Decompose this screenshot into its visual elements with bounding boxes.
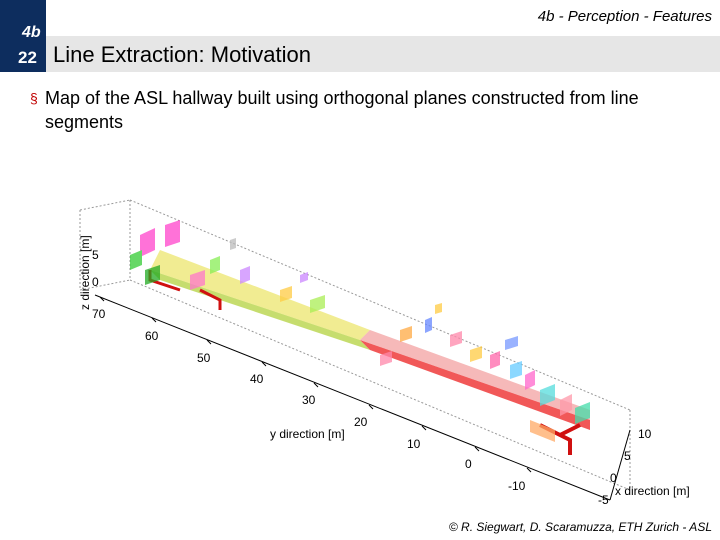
chapter-number: 4b	[22, 24, 41, 41]
y-axis-tick-labels: 70 60 50 40 30 20 10 0 -10	[92, 307, 526, 493]
y-tick: 50	[197, 351, 211, 365]
title-bar: Line Extraction: Motivation	[46, 36, 720, 72]
bullet-item: § Map of the ASL hallway built using ort…	[30, 86, 710, 134]
y-tick: 30	[302, 393, 316, 407]
y-axis-ticks	[99, 296, 532, 473]
x-axis-tick-labels: 10 5 0 -5	[598, 427, 652, 507]
hallway-map-figure: 5 0 70 60 50 40 30 20 10 0 -10 10 5 0 -5…	[70, 180, 690, 510]
section-header: 4b - Perception - Features	[537, 8, 712, 25]
z-axis-ticks: 5 0	[92, 248, 99, 289]
z-tick: 0	[92, 275, 99, 289]
y-tick: 0	[465, 457, 472, 471]
copyright-footer: © R. Siegwart, D. Scaramuzza, ETH Zurich…	[448, 520, 712, 534]
y-tick: -10	[508, 479, 526, 493]
y-tick: 40	[250, 372, 264, 386]
slide-number: 22	[18, 48, 37, 67]
x-axis-label: x direction [m]	[615, 484, 690, 498]
plot-box	[79, 199, 631, 491]
y-tick: 10	[407, 437, 421, 451]
y-tick: 60	[145, 329, 159, 343]
x-tick: 10	[638, 427, 652, 441]
chapter-badge: 4b 22	[0, 0, 46, 72]
plot-axes	[94, 294, 631, 501]
z-axis-label: z direction [m]	[78, 235, 92, 310]
z-tick: 5	[92, 248, 99, 262]
slide-title: Line Extraction: Motivation	[53, 42, 312, 67]
hallway-3d-plot: 5 0 70 60 50 40 30 20 10 0 -10 10 5 0 -5…	[78, 199, 690, 507]
y-axis-label: y direction [m]	[270, 427, 345, 441]
x-tick: 5	[624, 449, 631, 463]
y-tick: 70	[92, 307, 106, 321]
x-tick: -5	[598, 493, 609, 507]
y-tick: 20	[354, 415, 368, 429]
x-tick: 0	[610, 471, 617, 485]
bullet-text: Map of the ASL hallway built using ortho…	[45, 88, 639, 132]
bullet-icon: §	[30, 90, 38, 106]
